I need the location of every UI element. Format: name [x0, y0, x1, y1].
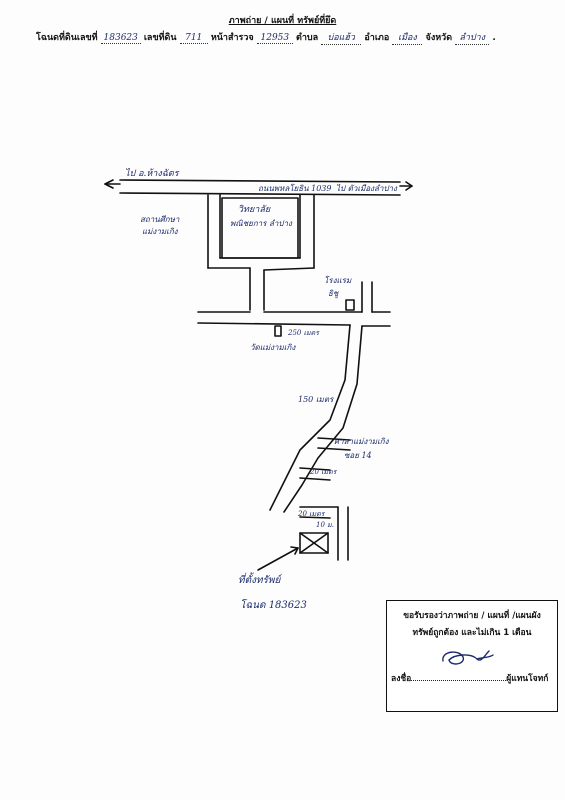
- certification-line2: ทรัพย์ถูกต้อง และไม่เกิน 1 เดือน: [412, 628, 532, 638]
- subdistrict-label: ตำบล: [295, 33, 319, 43]
- signature-line: ลงชื่อ ผู้แทนโจทก์: [391, 671, 548, 685]
- deed-info-line: โฉนดที่ดินเลขที่ 183623 เลขที่ดิน 711 หน…: [36, 30, 506, 45]
- side-mark-label: 10 ม.: [316, 521, 334, 529]
- district-value: เมือง: [392, 30, 423, 45]
- certification-line1: ขอรับรองว่าภาพถ่าย / แผนที่ /แผนผัง: [403, 611, 541, 621]
- property-deed-label: โฉนด 183623: [240, 599, 307, 611]
- property-location-label: ที่ตั้งทรัพย์: [238, 572, 282, 586]
- survey-number: 12953: [256, 33, 293, 44]
- end-dot: .: [492, 33, 496, 43]
- certification-box: ขอรับรองว่าภาพถ่าย / แผนที่ /แผนผัง ทรัพ…: [386, 600, 558, 712]
- signature-dots: [411, 680, 507, 681]
- road-name-label: ถนนพหลโยธิน 1039: [258, 183, 331, 193]
- hotel-label-line2: ธิชู: [328, 289, 340, 299]
- subdistrict-value: บ่อแฮ้ว: [321, 30, 362, 45]
- signer-role: ผู้แทนโจทก์: [506, 674, 549, 684]
- distance-20-a-label: 20 เมตร: [309, 468, 338, 476]
- right-direction-label: ไป ตัวเมืองลำปาง: [336, 183, 398, 193]
- hotel-label-line1: โรงแรม: [324, 275, 352, 285]
- distance-250-label: 250 เมตร: [287, 329, 320, 337]
- land-number: 711: [179, 33, 208, 44]
- distance-150-label: 150 เมตร: [298, 395, 335, 404]
- province-label: จังหวัด: [425, 33, 453, 43]
- college-label-line1: วิทยาลัย: [238, 204, 271, 215]
- province-value: ลำปาง: [455, 30, 490, 45]
- district-label: อำเภอ: [364, 33, 390, 43]
- sign-label: ลงชื่อ: [391, 674, 412, 684]
- handwritten-signature: [442, 650, 494, 665]
- left-landmark-line2: แม่งามเกิง: [142, 227, 179, 236]
- distance-20-b-label: 20 เมตร: [297, 510, 326, 518]
- left-direction-label: ไป อ.ห้างฉัตร: [125, 167, 180, 179]
- deed-label: โฉนดที่ดินเลขที่: [36, 33, 98, 43]
- soi-label-line1: ศาลาแม่งามเกิง: [334, 437, 390, 446]
- soi-label-line2: ซอย 14: [344, 451, 372, 460]
- deed-number: 183623: [100, 33, 141, 44]
- temple-label: วัดแม่งามเกิง: [250, 343, 296, 352]
- land-no-label: เลขที่ดิน: [143, 33, 177, 43]
- left-landmark-line1: สถานศึกษา: [140, 215, 180, 224]
- survey-label: หน้าสำรวจ: [210, 33, 254, 43]
- page-title: ภาพถ่าย / แผนที่ ทรัพย์ที่ยึด: [228, 16, 337, 26]
- college-label-line2: พณิชยการ ลำปาง: [230, 219, 293, 228]
